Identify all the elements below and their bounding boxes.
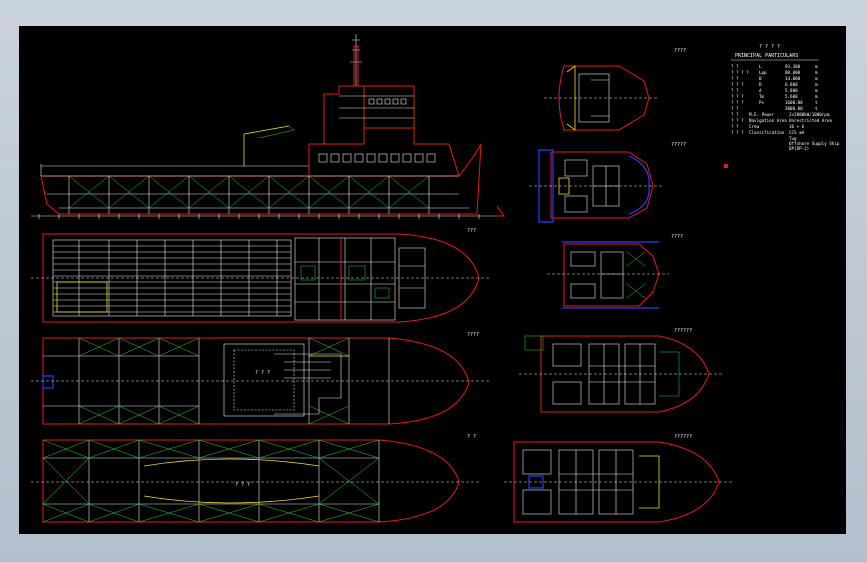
particular-row-mark: L <box>759 64 762 69</box>
particular-row-mark: B <box>759 76 762 81</box>
deck-box-highlight <box>56 281 108 313</box>
main-deck-plan: ??? <box>31 228 489 323</box>
wheelhouse-outline <box>550 151 654 219</box>
particular-row-unit: m <box>815 82 818 87</box>
particular-notation-line: DP(DP-2) <box>789 146 809 151</box>
tween-deck-title: ???? <box>467 332 479 338</box>
particular-row-value: 1600.00 <box>785 100 803 105</box>
particulars-title-en: PRINCIPAL PARTICULARS <box>735 53 798 59</box>
particular-extra-value: 2×2000kW/1000rpm <box>789 112 830 117</box>
particular-row-value: 93.380 <box>785 64 801 69</box>
boat-deck-outline <box>540 335 710 413</box>
particulars-title-cn: ? ? ? ? <box>759 44 780 50</box>
particular-extra-value: 16 + 6 <box>789 124 805 129</box>
nav-deck-plan: ???? <box>547 234 683 309</box>
particular-row-cn: ? ? <box>731 88 739 93</box>
crane <box>243 125 290 166</box>
tween-deck-plan: ? ? ? ???? <box>31 332 489 425</box>
particular-row-cn: ? ? <box>731 106 739 111</box>
ship-general-arrangement: ??? ? ? ? ???? <box>31 34 840 523</box>
wheelhouse-top-outline <box>558 65 650 131</box>
main-deck-title: ??? <box>467 228 476 234</box>
particular-row-mark: Ps <box>759 100 765 105</box>
particular-row-cn: ? ? ? <box>731 100 744 105</box>
boat-deck-title: ?????? <box>674 328 692 334</box>
particular-row-cn: ? ? ? ? <box>731 70 749 75</box>
tank-top-plan: ? ? ? ? ? <box>31 434 479 523</box>
particular-row-mark: d <box>759 88 762 93</box>
tween-deck-hull-outline <box>42 337 470 425</box>
particular-row-value: 6.800 <box>785 82 798 87</box>
particular-extra-cn: ? ? <box>731 124 739 129</box>
particular-extra-mark: Crew <box>749 124 760 129</box>
nav-deck-title: ???? <box>671 234 683 240</box>
bottom-label: ? ? ? <box>235 482 250 488</box>
particular-row-mark: Tm <box>759 94 765 99</box>
particular-row-value: 14.000 <box>785 76 801 81</box>
wheelhouse-title: ????? <box>671 142 686 148</box>
tank-top-title: ? ? <box>467 434 476 440</box>
boat-deck-plan: ?????? <box>519 328 724 413</box>
particular-row-value: 5.800 <box>785 88 798 93</box>
wheelhouse-top-title: ???? <box>674 48 686 54</box>
main-deck-accommodation <box>294 237 426 321</box>
particular-row-unit: m <box>815 94 818 99</box>
particular-extra-value: CCS ✠A <box>789 130 805 135</box>
particular-notation-line: Offshore Supply Ship <box>789 141 840 146</box>
particular-extra-mark: M.E. Power <box>749 112 775 117</box>
tween-deck-tanks <box>78 337 350 425</box>
particular-row-unit: t <box>815 100 818 105</box>
particular-row-unit: m <box>815 64 818 69</box>
cad-drawing-canvas: ??? ? ? ? ???? <box>19 26 846 534</box>
hold-label: ? ? ? <box>255 370 270 376</box>
particular-row-cn: ? ? ? <box>731 94 744 99</box>
particular-row-unit: m <box>815 76 818 81</box>
particular-row-value: 5.600 <box>785 94 798 99</box>
particular-extra-cn: ? ? ? <box>731 130 744 135</box>
particular-extra-cn: ? ? <box>731 112 739 117</box>
particular-row-unit: m <box>815 70 818 75</box>
particular-row-value: 80.000 <box>785 70 801 75</box>
profile-hull-outline <box>40 143 482 215</box>
particular-extra-mark: Classification <box>749 130 785 135</box>
particular-row-mark: Lpp <box>759 70 767 75</box>
particular-extra-cn: ? ? ? <box>731 118 744 123</box>
tank-top-structure <box>42 439 380 523</box>
particular-extra-value: Unrestricted Area <box>789 118 832 123</box>
particular-row-cn: ? ? ? <box>731 82 744 87</box>
forecastle-deck-title: ?????? <box>674 434 692 440</box>
nav-deck-outline <box>563 243 660 307</box>
forecastle-deck-plan: ?????? <box>504 434 734 523</box>
particular-row-value: 3000.00 <box>785 106 803 111</box>
particular-row-mark: D <box>759 82 762 87</box>
forecastle-deck-outline <box>513 441 720 523</box>
profile-superstructure <box>308 127 460 177</box>
wheelhouse-top-plan: ???? <box>544 48 686 131</box>
tween-deck-hold <box>223 343 342 417</box>
particular-row-unit: t <box>815 106 818 111</box>
principal-particulars-table: ? ? ? ? PRINCIPAL PARTICULARS ? ? L 93.380… <box>724 44 840 168</box>
particular-row-cn: ? ? <box>731 64 739 69</box>
particular-row-cn: ? ? <box>731 76 739 81</box>
wheelhouse-plan: ????? <box>529 142 686 223</box>
profile-bulkheads <box>68 175 430 209</box>
particular-extra-mark: Navigation Area <box>749 118 787 123</box>
particular-notation-line: Tug <box>789 136 797 141</box>
class-mark-icon <box>724 164 728 168</box>
mast <box>350 34 362 86</box>
particular-row-unit: m <box>815 88 818 93</box>
profile-view <box>31 34 505 219</box>
